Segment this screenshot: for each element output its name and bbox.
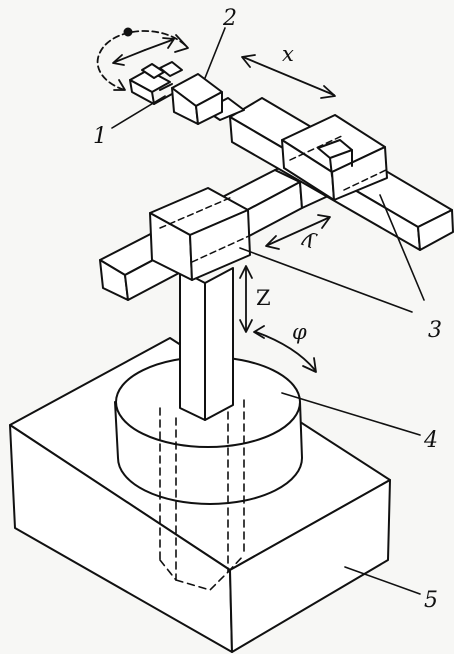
gripper: [129, 61, 183, 105]
callout-3-label: 3: [428, 318, 442, 343]
x-axis-label: x: [282, 42, 294, 66]
arm-carriage: [281, 114, 388, 201]
y-axis-arrow: [265, 214, 331, 250]
callout-5-label: 5: [424, 588, 438, 613]
phi-label: φ: [292, 320, 307, 344]
callout-2-label: 2: [223, 6, 237, 31]
hidden-column: [159, 399, 245, 591]
z-axis-arrow: [239, 265, 253, 333]
leader-lines: [111, 27, 425, 595]
x-axis-arrow: [241, 54, 336, 99]
phi-rotation-arrow: [253, 325, 317, 373]
wrist-block: [171, 73, 245, 125]
arm-connector: [317, 139, 353, 177]
callout-4-label: 4: [424, 428, 438, 453]
column-carriage: [149, 187, 251, 281]
callout-1-label: 1: [93, 124, 107, 149]
z-axis-label: Z: [256, 286, 271, 310]
rotation-dot: [123, 27, 133, 37]
vertical-column: [179, 267, 234, 421]
gripper-rotation-arrow: [96, 30, 186, 91]
